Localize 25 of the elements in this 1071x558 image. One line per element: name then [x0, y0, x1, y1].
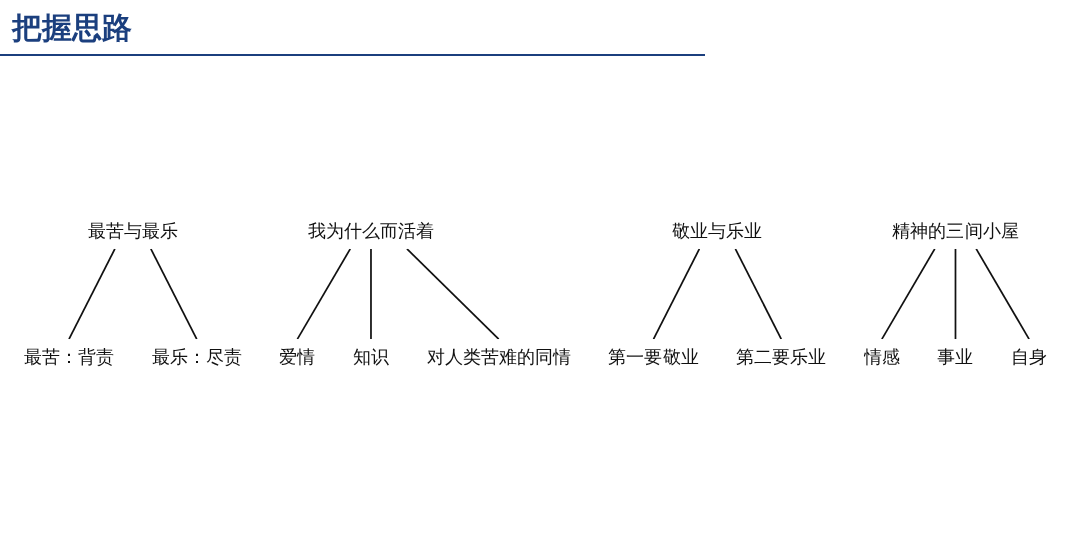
node-text: 事业	[937, 346, 974, 367]
connector	[954, 248, 957, 340]
connector	[406, 248, 500, 340]
node-text: 对人类苦难的同情	[426, 346, 571, 367]
connector	[370, 248, 372, 340]
connector	[975, 248, 1030, 340]
node-text: 最乐：尽责	[151, 346, 242, 367]
page-title: 把握思路	[12, 9, 132, 47]
node-text: 精神的三间小屋	[892, 220, 1019, 242]
node-text: 知识	[352, 346, 390, 367]
node-text: 第二要乐业	[736, 346, 827, 367]
connector	[734, 248, 783, 340]
node-text: 爱情	[279, 346, 316, 367]
node-text: 我为什么而活着	[307, 220, 435, 242]
node-text: 最苦与最乐	[87, 220, 178, 242]
connector	[881, 248, 936, 340]
node-text: 最苦：背责	[23, 346, 115, 367]
node-text: 敬业与乐业	[672, 220, 763, 242]
node-text: 自身	[1011, 346, 1048, 367]
node-text: 情感	[863, 346, 900, 367]
connector	[150, 248, 198, 340]
connector	[296, 248, 352, 340]
node-text: 第一要敬业	[608, 346, 699, 367]
connector	[68, 248, 116, 340]
connector	[652, 248, 701, 340]
